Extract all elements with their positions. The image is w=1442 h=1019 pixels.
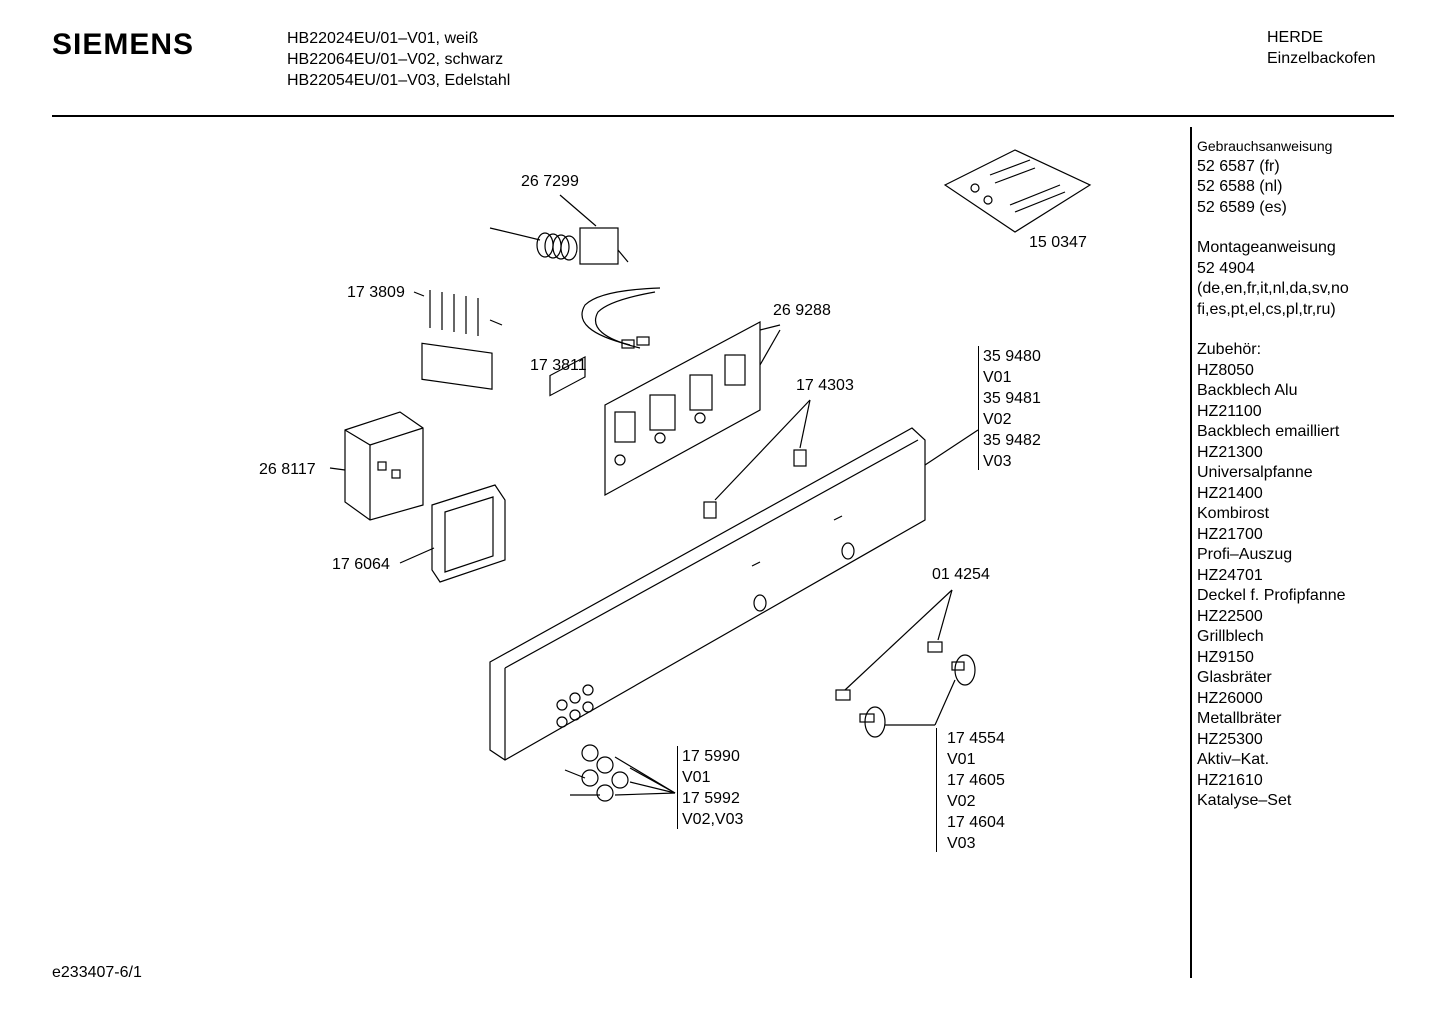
accessory-item: Aktiv–Kat. — [1197, 751, 1270, 768]
accessory-item: HZ26000 — [1197, 689, 1263, 707]
knob-variant: V03 — [947, 835, 976, 852]
accessory-item: Profi–Auszug — [1197, 546, 1293, 563]
install-item: 52 4904 — [1197, 259, 1255, 277]
document-id: e233407-6/1 — [52, 964, 142, 981]
accessories-group: Zubehör: HZ8050 Backblech Alu HZ21100 Ba… — [1197, 340, 1349, 812]
accessory-item: HZ21700 — [1197, 525, 1263, 543]
panel-variant: 35 9481 — [983, 390, 1041, 407]
part-label-267299: 26 7299 — [521, 173, 579, 190]
accessory-item: HZ24701 — [1197, 566, 1263, 584]
relay-housing-drawing — [329, 411, 424, 521]
model-list: HB22024EU/01–V01, weiß HB22064EU/01–V02,… — [287, 28, 510, 91]
install-group: Montageanweisung 52 4904 (de,en,fr,it,nl… — [1197, 238, 1349, 320]
header-divider — [52, 115, 1394, 117]
manual-item: 52 6587 (fr) — [1197, 157, 1280, 175]
accessory-item: Backblech emailliert — [1197, 423, 1340, 440]
part-label-knobs-small: 17 5990 V01 17 5992 V02,V03 — [682, 746, 743, 830]
panel-variant: V03 — [983, 453, 1012, 470]
accessory-item: HZ21100 — [1197, 402, 1262, 420]
small-knobs-drawing — [564, 744, 676, 802]
knob-variant: 17 4554 — [947, 730, 1005, 747]
accessory-item: Glasbräter — [1197, 669, 1272, 686]
accessory-item: Grillblech — [1197, 628, 1264, 645]
accessory-item: HZ21610 — [1197, 771, 1263, 789]
thermostat-drawing — [489, 194, 629, 265]
part-label-174303: 17 4303 — [796, 377, 854, 394]
accessory-item: HZ9150 — [1197, 648, 1254, 666]
clip-drawing — [703, 399, 811, 519]
part-label-panel: 35 9480 V01 35 9481 V02 35 9482 V03 — [983, 346, 1041, 472]
frame-bracket-drawing — [399, 484, 506, 583]
accessory-item: Metallbräter — [1197, 710, 1282, 727]
model-line: HB22064EU/01–V02, schwarz — [287, 51, 504, 68]
accessory-item: Deckel f. Profipfanne — [1197, 587, 1346, 604]
knob-variant: 17 4604 — [947, 814, 1005, 831]
circuit-board-drawing — [604, 320, 781, 497]
category-subtitle: Einzelbackofen — [1267, 50, 1376, 67]
leader-line — [759, 324, 781, 331]
part-label-173811: 17 3811 — [530, 357, 587, 374]
label-bracket — [936, 728, 937, 852]
accessory-item: HZ21400 — [1197, 484, 1263, 502]
manual-item: 52 6588 (nl) — [1197, 178, 1283, 195]
category-title: HERDE — [1267, 29, 1324, 46]
accessory-item: HZ22500 — [1197, 607, 1263, 625]
manual-group: Gebrauchsanweisung 52 6587 (fr) 52 6588 … — [1197, 136, 1349, 218]
model-line: HB22054EU/01–V03, Edelstahl — [287, 72, 511, 89]
sidebar-divider — [1190, 127, 1192, 978]
knob-variant: V02,V03 — [682, 811, 744, 828]
accessory-item: HZ21300 — [1197, 443, 1263, 461]
screw-bag-drawing — [943, 149, 1092, 233]
manual-item: 52 6589 (es) — [1197, 198, 1287, 216]
install-title: Montageanweisung — [1197, 239, 1336, 256]
part-label-150347: 15 0347 — [1029, 234, 1087, 251]
knob-variant: 17 5990 — [682, 748, 740, 765]
label-bracket — [677, 746, 678, 829]
part-label-knobs-large: 17 4554 V01 17 4605 V02 17 4604 V03 — [947, 728, 1005, 854]
control-panel-drawing — [489, 356, 979, 761]
accessory-item: Katalyse–Set — [1197, 792, 1292, 809]
panel-variant: V02 — [983, 411, 1012, 428]
panel-variant: 35 9482 — [983, 432, 1041, 449]
accessory-item: Backblech Alu — [1197, 382, 1298, 399]
category-block: HERDE Einzelbackofen — [1267, 27, 1376, 69]
part-label-014254: 01 4254 — [932, 566, 990, 583]
knob-variant: V01 — [947, 751, 976, 768]
accessories-title: Zubehör: — [1197, 341, 1262, 358]
accessory-item: HZ25300 — [1197, 730, 1263, 748]
cable-drawing — [581, 287, 661, 349]
part-label-173809: 17 3809 — [347, 284, 405, 301]
knob-variant: 17 5992 — [682, 790, 740, 807]
part-label-268117: 26 8117 — [259, 461, 316, 478]
accessory-item: HZ8050 — [1197, 361, 1254, 379]
part-label-176064: 17 6064 — [332, 556, 390, 573]
install-item: (de,en,fr,it,nl,da,sv,no — [1197, 280, 1349, 297]
manual-title: Gebrauchsanweisung — [1197, 138, 1333, 154]
part-label-269288: 26 9288 — [773, 302, 831, 319]
selector-switch-drawing — [413, 290, 503, 390]
panel-variant: 35 9480 — [983, 348, 1041, 365]
sidebar: Gebrauchsanweisung 52 6587 (fr) 52 6588 … — [1197, 136, 1349, 812]
model-line: HB22024EU/01–V01, weiß — [287, 30, 479, 47]
accessory-item: Universalpfanne — [1197, 464, 1313, 481]
knob-variant: V02 — [947, 793, 976, 810]
siemens-logo: SIEMENS — [52, 28, 195, 61]
knob-variant: 17 4605 — [947, 772, 1005, 789]
install-item: fi,es,pt,el,cs,pl,tr,ru) — [1197, 300, 1336, 318]
knob-variant: V01 — [682, 769, 711, 786]
large-knobs-drawing — [835, 589, 976, 738]
label-bracket — [978, 346, 979, 470]
accessory-item: Kombirost — [1197, 505, 1270, 522]
panel-variant: V01 — [983, 369, 1012, 386]
